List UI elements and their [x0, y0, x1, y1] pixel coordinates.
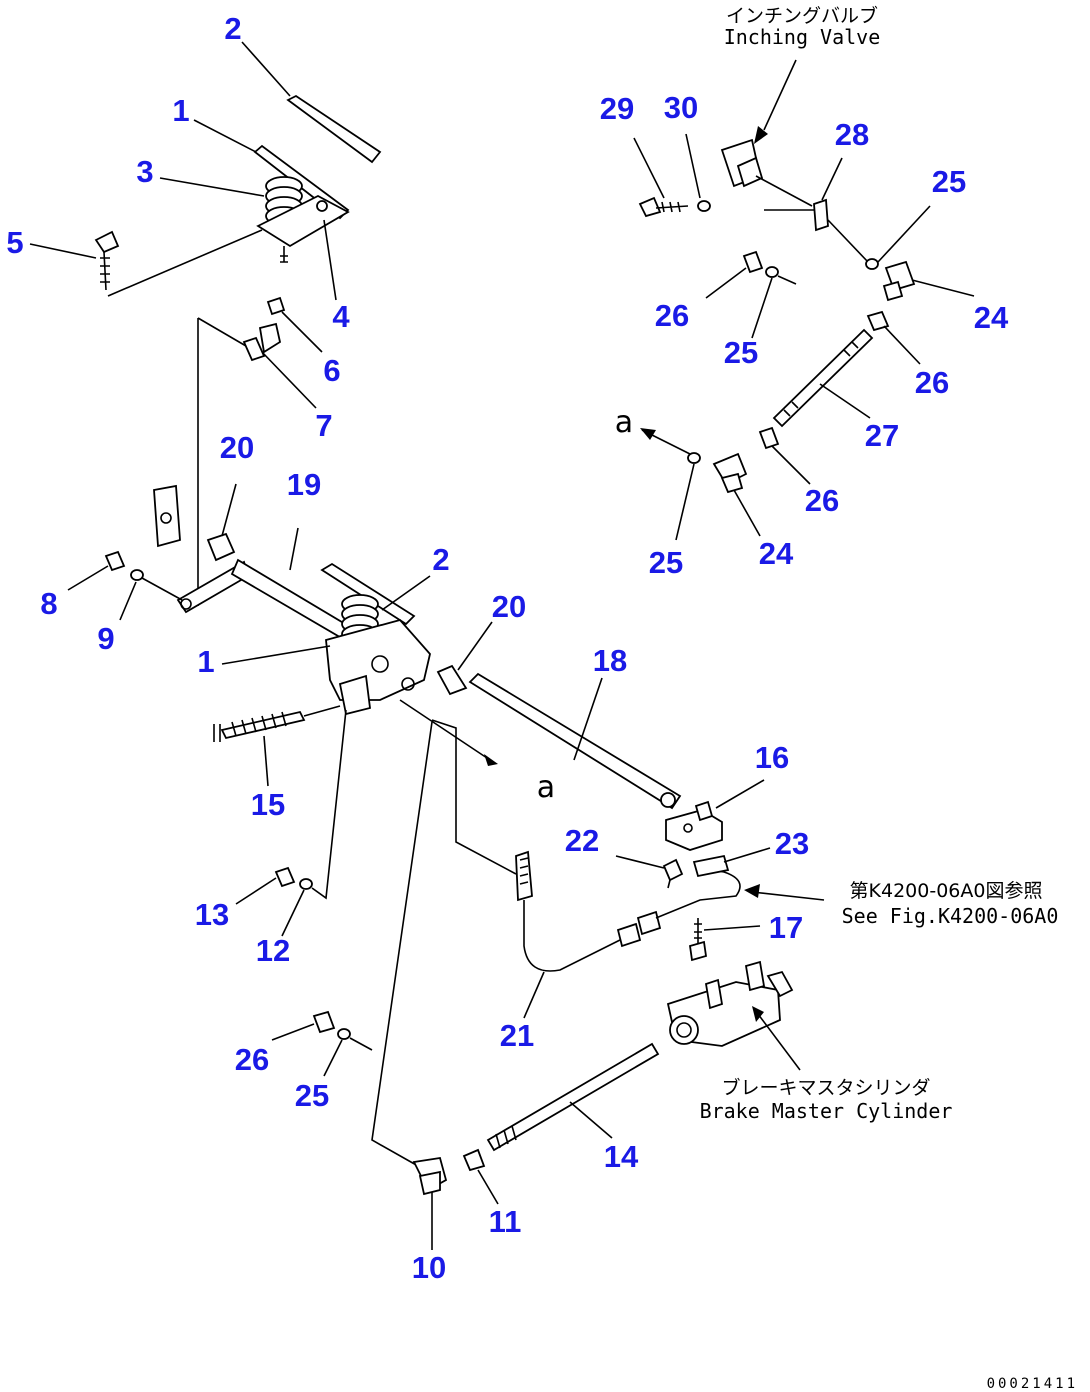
callout-6: 6 — [323, 353, 340, 388]
clevis-10 — [412, 1156, 448, 1196]
bushing-20-left — [206, 532, 236, 562]
washer-25-tr2 — [765, 266, 779, 278]
callout-2-mid: 2 — [432, 542, 449, 577]
washer-25-tr3 — [687, 452, 701, 464]
push-rod-14 — [486, 1042, 660, 1152]
pedal-pad-top — [286, 94, 382, 164]
washer-25-bottom — [337, 1028, 351, 1040]
nut-26-tr3 — [758, 426, 780, 450]
callout-28: 28 — [835, 117, 869, 152]
callout-1-mid: 1 — [197, 644, 214, 679]
washer-25-tr — [865, 258, 879, 270]
see-fig-label-jp: 第K4200-06A0図参照 — [850, 880, 1043, 902]
washer-30 — [697, 200, 711, 212]
callout-24-tr: 24 — [974, 300, 1009, 335]
callout-21: 21 — [500, 1018, 534, 1053]
screw-22 — [662, 858, 684, 889]
connector — [616, 910, 662, 948]
callout-18: 18 — [593, 643, 627, 678]
reference-a-top: a — [615, 405, 633, 440]
callout-25-tr3: 25 — [649, 545, 683, 580]
callout-20-left: 20 — [220, 430, 254, 465]
callout-23: 23 — [775, 826, 809, 861]
bolt-5 — [94, 230, 120, 291]
callout-26-tr: 26 — [655, 298, 689, 333]
clevis-24-tr2 — [712, 452, 748, 494]
nut-13 — [274, 866, 296, 888]
callout-12: 12 — [256, 933, 290, 968]
reference-a-mid: a — [537, 770, 555, 805]
callout-16: 16 — [755, 740, 789, 775]
see-fig-label-en: See Fig.K4200-06A0 — [842, 904, 1059, 928]
nut-6 — [266, 296, 286, 316]
bracket-top — [256, 194, 350, 263]
drawing-code: 00021411 — [987, 1376, 1078, 1392]
callout-10: 10 — [412, 1250, 446, 1285]
washer-9 — [130, 569, 144, 581]
inching-valve-label-en: Inching Valve — [724, 25, 881, 49]
callout-3: 3 — [136, 154, 153, 189]
callout-25-tr: 25 — [932, 164, 966, 199]
spring-15 — [213, 710, 306, 742]
nut-26-tr — [742, 250, 764, 274]
callout-25-bottom: 25 — [295, 1078, 329, 1113]
bolt-29 — [638, 196, 689, 218]
callout-15: 15 — [251, 787, 285, 822]
pedal-body-mid — [325, 618, 431, 716]
callout-19: 19 — [287, 467, 321, 502]
callout-11: 11 — [489, 1204, 522, 1239]
bolt-17 — [688, 918, 708, 962]
clip-23 — [692, 854, 730, 878]
brake-master-label-en: Brake Master Cylinder — [700, 1099, 953, 1123]
washer-12 — [299, 878, 313, 890]
callout-26-tr3: 26 — [805, 483, 839, 518]
callout-26-bottom: 26 — [235, 1042, 269, 1077]
callout-9: 9 — [97, 621, 114, 656]
nut-11 — [462, 1148, 486, 1172]
shaft-18 — [468, 672, 682, 810]
callout-2-top: 2 — [224, 11, 241, 46]
callout-14: 14 — [604, 1139, 639, 1174]
clevis-24-tr — [882, 260, 916, 302]
brake-master-label-jp: ブレーキマスタシリンダ — [721, 1076, 930, 1099]
switch-21 — [515, 850, 533, 902]
inching-valve — [720, 138, 764, 188]
callout-17: 17 — [769, 910, 803, 945]
callout-8: 8 — [40, 586, 57, 621]
nut-26-bottom — [312, 1010, 336, 1034]
callout-4: 4 — [332, 299, 350, 334]
callout-5: 5 — [6, 225, 23, 260]
callout-26-tr2: 26 — [915, 365, 949, 400]
callout-20-mid: 20 — [492, 589, 526, 624]
bracket-left — [153, 484, 181, 548]
callout-13: 13 — [195, 897, 229, 932]
nut-26-tr2 — [866, 310, 890, 332]
nut-8 — [104, 550, 126, 572]
callout-27: 27 — [865, 418, 899, 453]
callout-25-tr2: 25 — [724, 335, 758, 370]
turnbuckle-27 — [772, 328, 874, 428]
bracket-16 — [665, 800, 723, 851]
callout-24-tr2: 24 — [759, 536, 794, 571]
brake-master-cylinder — [666, 960, 794, 1047]
bushing-20-mid — [436, 664, 468, 696]
callout-7: 7 — [315, 408, 332, 443]
callout-30: 30 — [664, 90, 698, 125]
callout-29: 29 — [600, 91, 634, 126]
lever-28 — [813, 198, 829, 232]
clevis-7 — [242, 322, 282, 362]
inching-valve-label-jp: インチングバルブ — [726, 4, 878, 27]
callout-22: 22 — [565, 823, 599, 858]
callout-1-top: 1 — [172, 93, 189, 128]
